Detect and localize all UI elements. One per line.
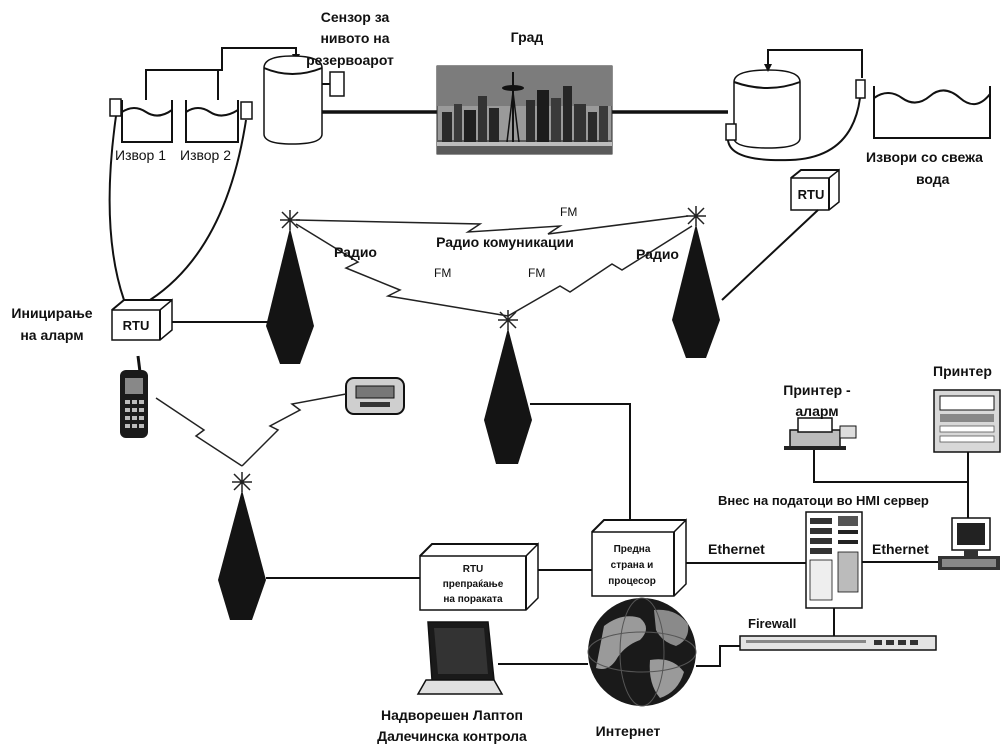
printer-alarm-label-line1: Принтер - [783, 382, 851, 398]
ethernet-label-right: Ethernet [872, 541, 929, 557]
printer-label: Принтер [933, 363, 992, 379]
fresh-water-label-line1: Извори со свежа [866, 149, 983, 165]
city-label: Град [511, 29, 544, 45]
radio-label-right: Радио [636, 246, 679, 262]
radio-label-left: Радио [334, 244, 377, 260]
alarm-label-line2: на аларм [20, 327, 83, 343]
internet-globe-icon [587, 597, 697, 707]
frontend-line3: процесор [608, 576, 656, 587]
firewall-label: Firewall [748, 616, 796, 631]
fm-label-mid: FM [528, 266, 545, 280]
laptop-icon [416, 621, 504, 695]
rtu-box-line3: на пораката [443, 594, 503, 605]
printer-alarm-label-line2: аларм [795, 403, 838, 419]
fm-label-left: FM [434, 266, 451, 280]
radio-tower-icon [484, 310, 532, 464]
printer-icon [784, 417, 857, 450]
frontend-line2: страна и [611, 560, 654, 571]
rtu-right-box [790, 168, 840, 211]
radio-tower-icon [266, 210, 314, 364]
rtu-left-label: RTU [123, 318, 150, 333]
rtu-box-line2: препраќање [443, 579, 504, 590]
frontend-processor-box [591, 518, 687, 597]
sensor-label-line1: Сензор за [321, 9, 390, 25]
radio-tower-icon [218, 472, 266, 620]
fresh-water-tank-icon [725, 49, 991, 162]
sensor-label-line3: резервоарот [306, 52, 394, 68]
laptop-label-line1: Надворешен Лаптоп [381, 707, 523, 723]
rtu-box-line1: RTU [463, 564, 484, 575]
source1-label: Извор 1 [115, 147, 166, 163]
ethernet-label-left: Ethernet [708, 541, 765, 557]
pager-icon [345, 377, 405, 415]
fresh-water-label-line2: вода [916, 171, 950, 187]
internet-label: Интернет [596, 723, 661, 739]
workstation-icon [938, 517, 1000, 570]
source2-label: Извор 2 [180, 147, 231, 163]
hmi-label: Внес на податоци во HMI сервер [718, 493, 929, 508]
mobile-phone-icon [120, 355, 148, 438]
rtu-forward-box [419, 542, 539, 611]
laptop-label-line2: Далечинска контрола [377, 728, 527, 744]
city-skyline-image [436, 65, 613, 155]
server-rack-icon [805, 511, 863, 609]
frontend-line1: Предна [614, 544, 651, 555]
alarm-label-line1: Иницирање [11, 305, 92, 321]
firewall-icon [739, 635, 937, 651]
printer-icon [933, 389, 1001, 453]
sensor-label-line2: нивото на [320, 30, 389, 46]
radio-tower-icon [672, 206, 720, 358]
rtu-right-label: RTU [798, 187, 825, 202]
fm-label-top: FM [560, 205, 577, 219]
radio-comm-label: Радио комуникации [436, 234, 574, 250]
reservoir-icon [263, 55, 345, 145]
